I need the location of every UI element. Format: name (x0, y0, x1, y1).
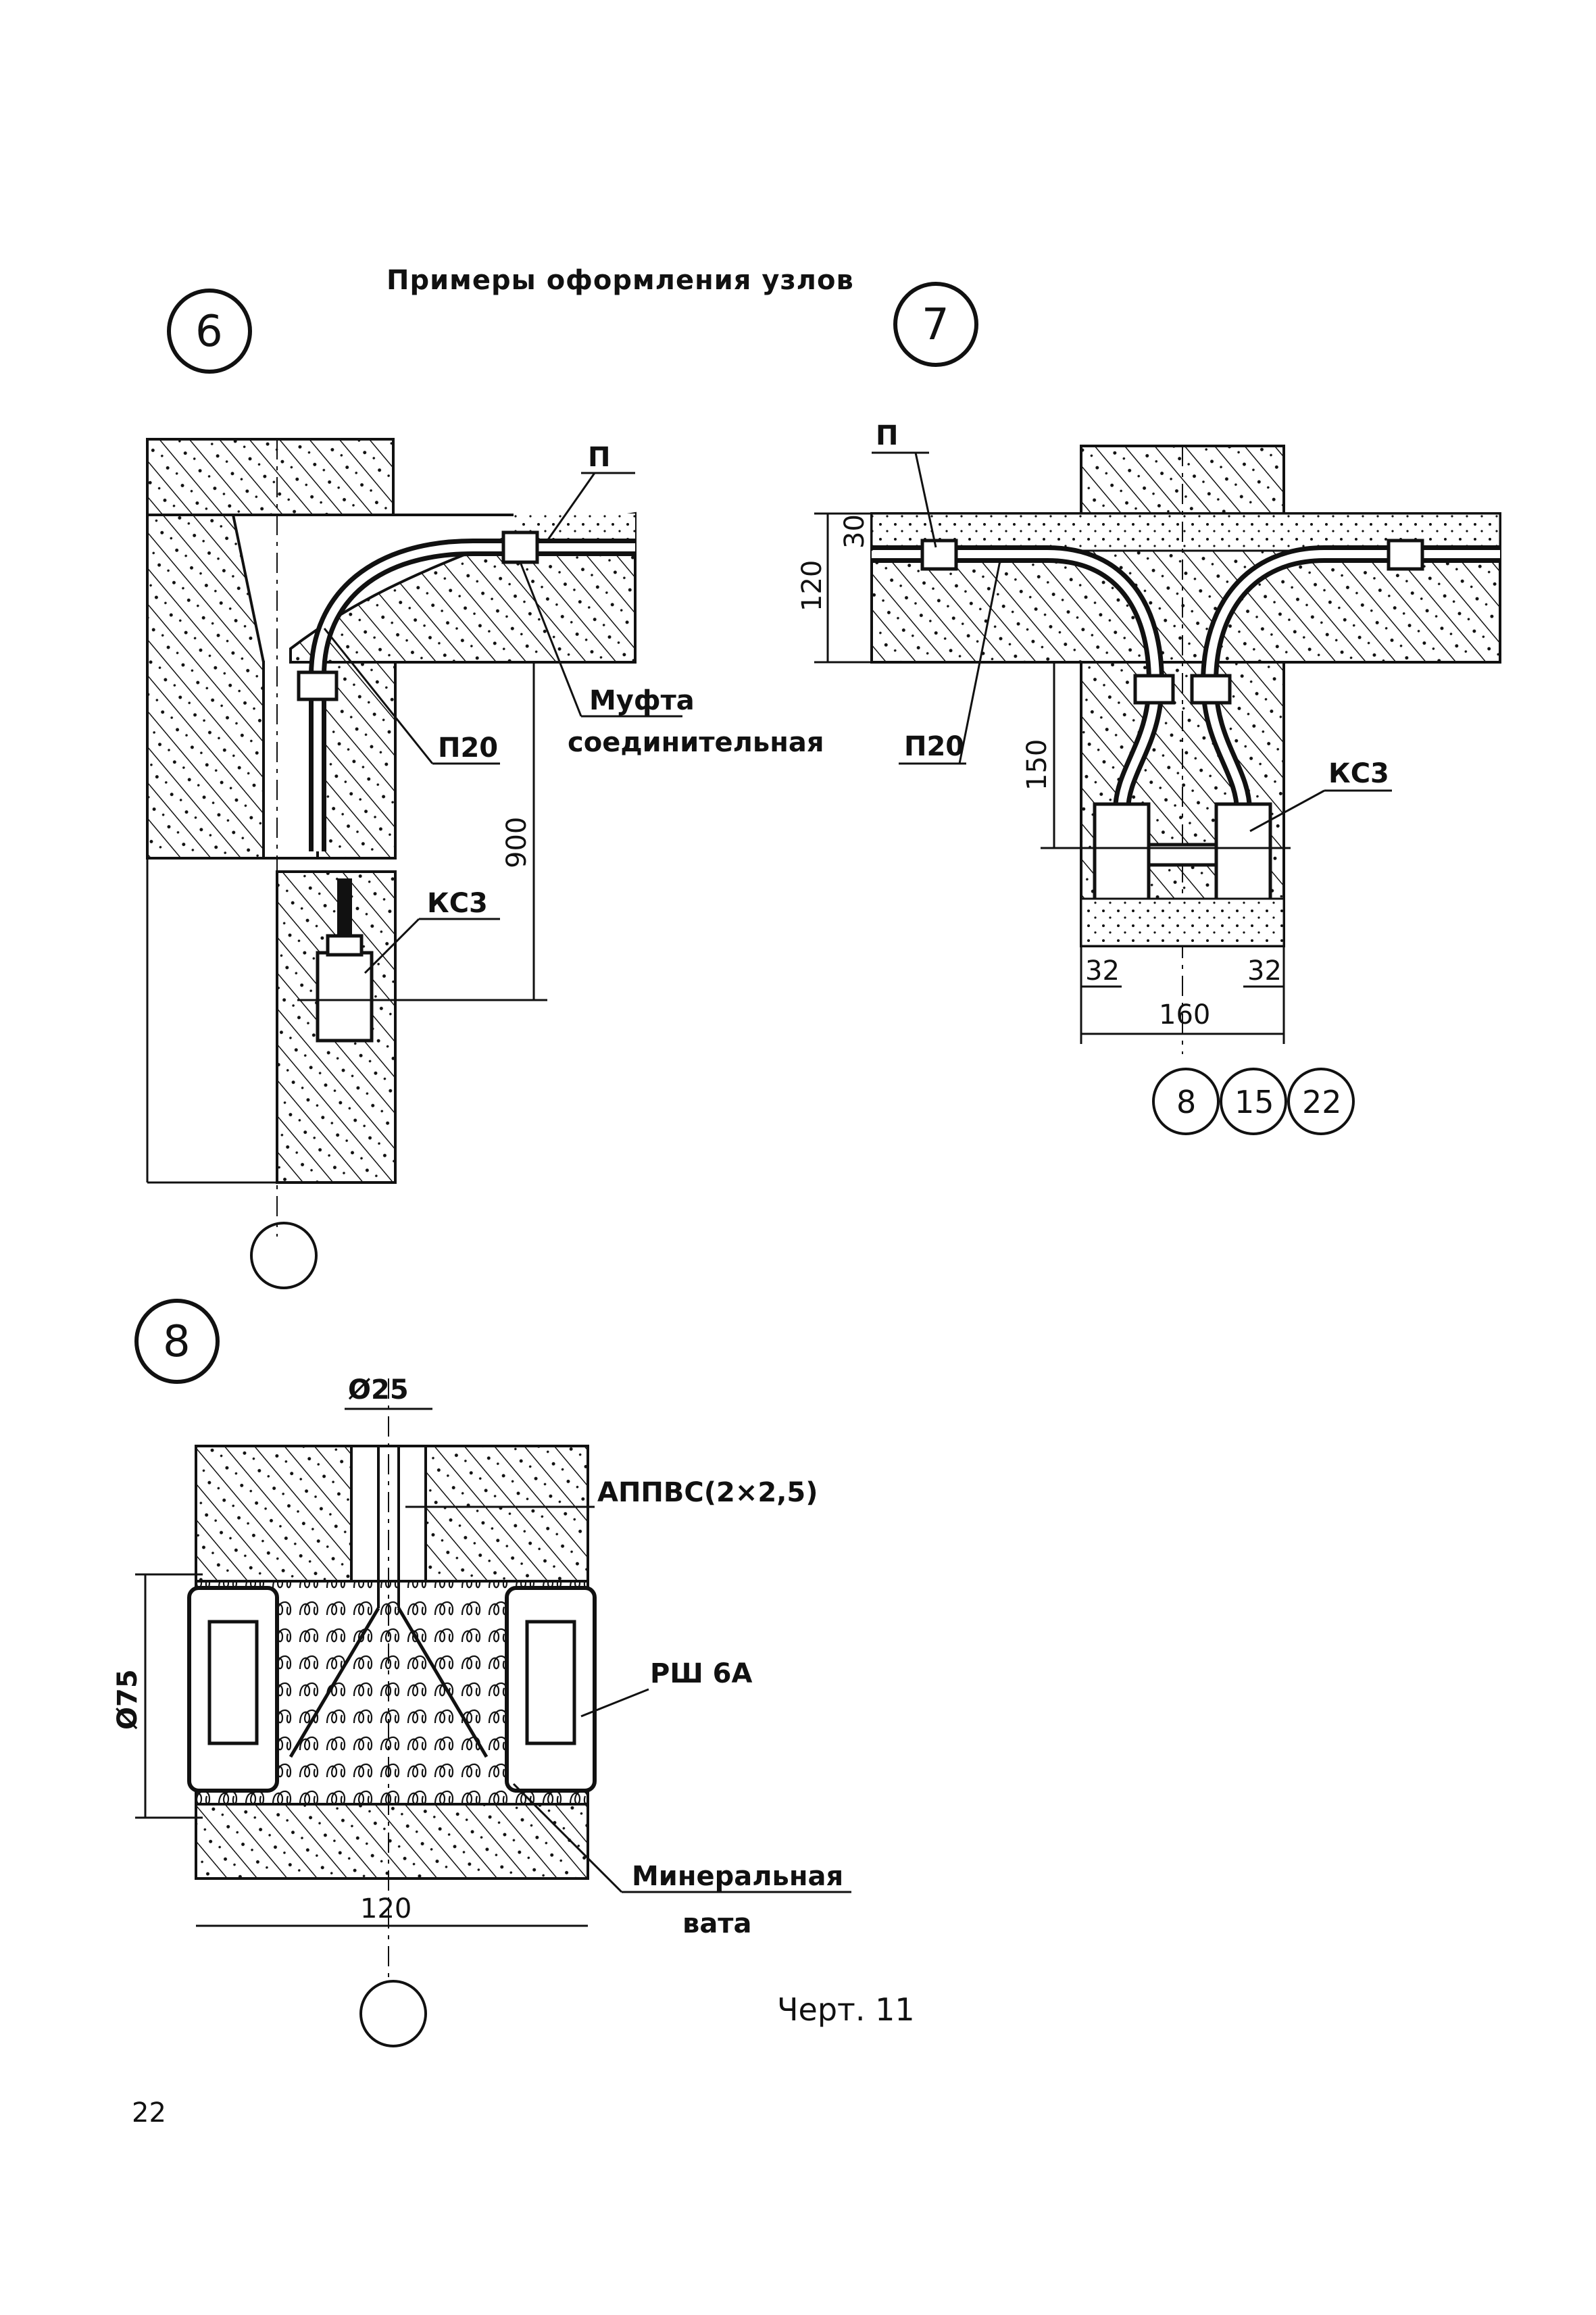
node-6-box-neck (326, 934, 364, 957)
node-6-wall-left (146, 514, 265, 860)
node-6-marker (167, 289, 252, 374)
node-8-wires (289, 1607, 489, 1758)
node-6-label-coupling-1: Муфта (589, 685, 695, 716)
node-6-section-circle (250, 1222, 318, 1289)
node-7-label-p: П (876, 420, 898, 451)
node-7-dim-120: 120 (797, 560, 828, 612)
node-8: 8 Ø25 Ø75 120 АППВС(2×2,5) РШ 6А Минерал… (112, 1299, 851, 2047)
node-7-coupling-right (1387, 539, 1424, 571)
node-6-label-p: П (588, 442, 610, 473)
node-7-dim-150: 150 (1022, 739, 1053, 791)
node-8-label-wool-1: Минеральная (632, 1861, 843, 1892)
node-6: 6 900 П П20 Муфта (146, 289, 824, 1289)
node-8-dim-d75: Ø75 (112, 1669, 143, 1730)
node-8-dim-d25: Ø25 (348, 1374, 409, 1405)
node-6-coupling (501, 530, 539, 564)
node-7-ref-2: 15 (1235, 1084, 1274, 1120)
node-7-marker (893, 282, 978, 367)
node-8-clamp-left-plate (207, 1620, 259, 1745)
node-7-box-left (1093, 802, 1151, 907)
node-8-label-clip: РШ 6А (650, 1658, 752, 1689)
node-6-number: 6 (195, 307, 223, 357)
node-8-label-wool-2: вата (682, 1908, 751, 1939)
node-6-leader-ks3 (364, 918, 420, 974)
node-7-coupling-left (920, 539, 958, 571)
node-6-leader-p20 (323, 628, 434, 764)
node-6-label-p20: П20 (438, 732, 498, 764)
node-7-ref-3: 22 (1302, 1084, 1342, 1120)
node-6-conduit-inner (314, 543, 635, 851)
node-7-leader-p (914, 452, 937, 548)
node-7-sleeve-right (1190, 674, 1232, 705)
node-7-box-right (1214, 802, 1272, 907)
node-8-leader-wool (512, 1783, 623, 1893)
node-7-ref-1: 8 (1176, 1084, 1196, 1120)
node-7-ref-circle-1 (1152, 1068, 1220, 1135)
node-7-refs: 8 15 22 (1152, 1068, 1355, 1135)
page-number: 22 (132, 2097, 166, 2129)
node-6-leader-coupling (519, 562, 582, 717)
node-6-leader-p (546, 472, 596, 541)
node-8-number: 8 (163, 1317, 191, 1367)
node-7-sleeve-left (1133, 674, 1175, 705)
node-8-clamp-right-plate (525, 1620, 576, 1745)
node-7-dim-32-left: 32 (1085, 955, 1120, 987)
node-7-label-p20: П20 (904, 731, 964, 762)
node-6-wall-top (146, 438, 395, 516)
node-6-box (316, 951, 374, 1043)
node-7-number: 7 (922, 300, 949, 350)
node-8-label-cable: АППВС(2×2,5) (597, 1477, 818, 1508)
page-title: Примеры оформления узлов (386, 265, 854, 296)
node-7-label-ks3: КС3 (1328, 758, 1389, 789)
node-7-lower-band (1080, 897, 1285, 947)
node-7-leader-p20 (958, 560, 1001, 764)
node-7-dim-160: 160 (1159, 999, 1210, 1030)
figure-caption: Черт. 11 (777, 1991, 915, 2028)
node-7-ref-circle-2 (1220, 1068, 1287, 1135)
node-7-leader-ks3 (1249, 789, 1325, 832)
node-8-marker (134, 1299, 220, 1384)
node-7-dim-32-right: 32 (1247, 955, 1282, 987)
node-7-dim-30: 30 (839, 514, 870, 549)
node-6-label-coupling-2: соединительная (568, 727, 824, 758)
node-6-label-ks3: КС3 (427, 888, 488, 919)
node-6-dim-900: 900 (501, 817, 532, 868)
node-8-leader-clip (580, 1688, 649, 1718)
node-8-dim-120: 120 (360, 1893, 412, 1924)
node-6-coupling-lower (297, 670, 339, 701)
node-7: 7 120 30 150 32 32 (797, 282, 1501, 1135)
node-8-section-circle (359, 1980, 427, 2047)
node-7-ref-circle-3 (1287, 1068, 1355, 1135)
